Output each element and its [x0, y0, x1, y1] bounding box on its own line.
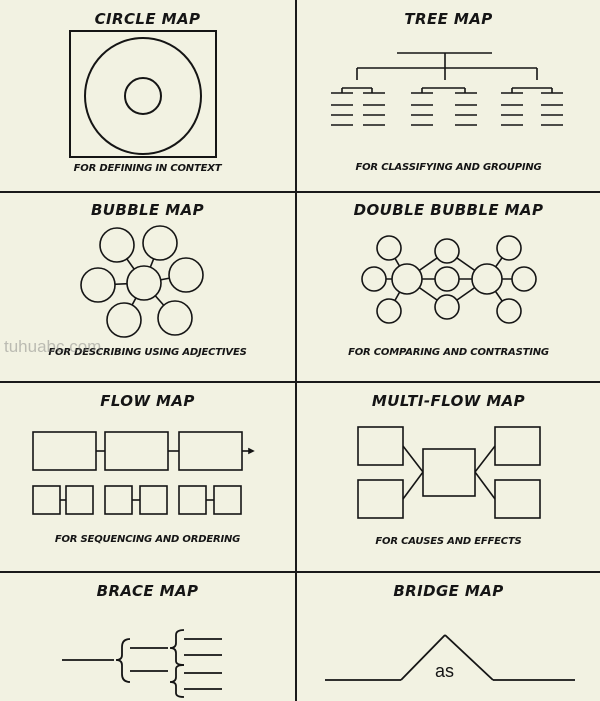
flow-map-panel: FLOW MAP FOR SEQUENCING AND — [0, 383, 295, 571]
bubble-map-caption: FOR DESCRIBING USING ADJECTIVES — [48, 347, 247, 358]
circle-map-diagram — [69, 30, 217, 158]
grid-divider-vertical — [295, 0, 297, 701]
multi-flow-map-caption: FOR CAUSES AND EFFECTS — [375, 536, 522, 547]
bubble-map-panel: BUBBLE MAP FOR DESCRIBING USING ADJECTIV… — [0, 193, 295, 381]
double-bubble-map-title: DOUBLE BUBBLE MAP — [353, 201, 544, 219]
flow-map-caption: FOR SEQUENCING AND ORDERING — [54, 534, 241, 545]
circle-map-caption: FOR DEFINING IN CONTEXT — [73, 163, 222, 174]
multi-flow-map-panel: MULTI-FLOW MAP FOR CAUSES AND EFFECTS — [297, 383, 600, 571]
grid-divider-row-1 — [0, 191, 600, 193]
multi-flow-map-title: MULTI-FLOW MAP — [371, 392, 526, 410]
bubble-map-diagram — [80, 225, 204, 338]
tree-map-title: TREE MAP — [404, 10, 493, 28]
brace-map-panel: BRACE MAP — [0, 573, 295, 701]
grid-divider-row-3 — [0, 571, 600, 573]
tree-map-panel: TREE MAP — [297, 0, 600, 191]
tree-map-diagram — [331, 52, 563, 126]
double-bubble-map-panel: DOUBLE BUBBLE MAP — [297, 193, 600, 381]
bridge-map-title: BRIDGE MAP — [393, 582, 504, 600]
circle-map-panel: CIRCLE MAP FOR DEFINING IN CONTEXT — [0, 0, 295, 191]
double-bubble-map-caption: FOR COMPARING AND CONTRASTING — [348, 347, 549, 358]
brace-map-title: BRACE MAP — [96, 582, 199, 600]
double-bubble-map-diagram — [361, 235, 537, 324]
brace-map-diagram — [62, 629, 222, 698]
flow-map-diagram — [32, 431, 255, 515]
bridge-relating-factor: as — [434, 661, 454, 681]
circle-map-title: CIRCLE MAP — [94, 10, 201, 28]
tree-map-caption: FOR CLASSIFYING AND GROUPING — [355, 162, 542, 173]
watermark-text: tuhuabc.com — [4, 337, 102, 356]
bridge-map-diagram — [325, 634, 575, 681]
flow-map-title: FLOW MAP — [100, 392, 195, 410]
grid-divider-row-2 — [0, 381, 600, 383]
bubble-map-title: BUBBLE MAP — [90, 201, 205, 219]
bridge-map-panel: BRIDGE MAP as — [297, 573, 600, 701]
multi-flow-map-diagram — [357, 426, 541, 519]
